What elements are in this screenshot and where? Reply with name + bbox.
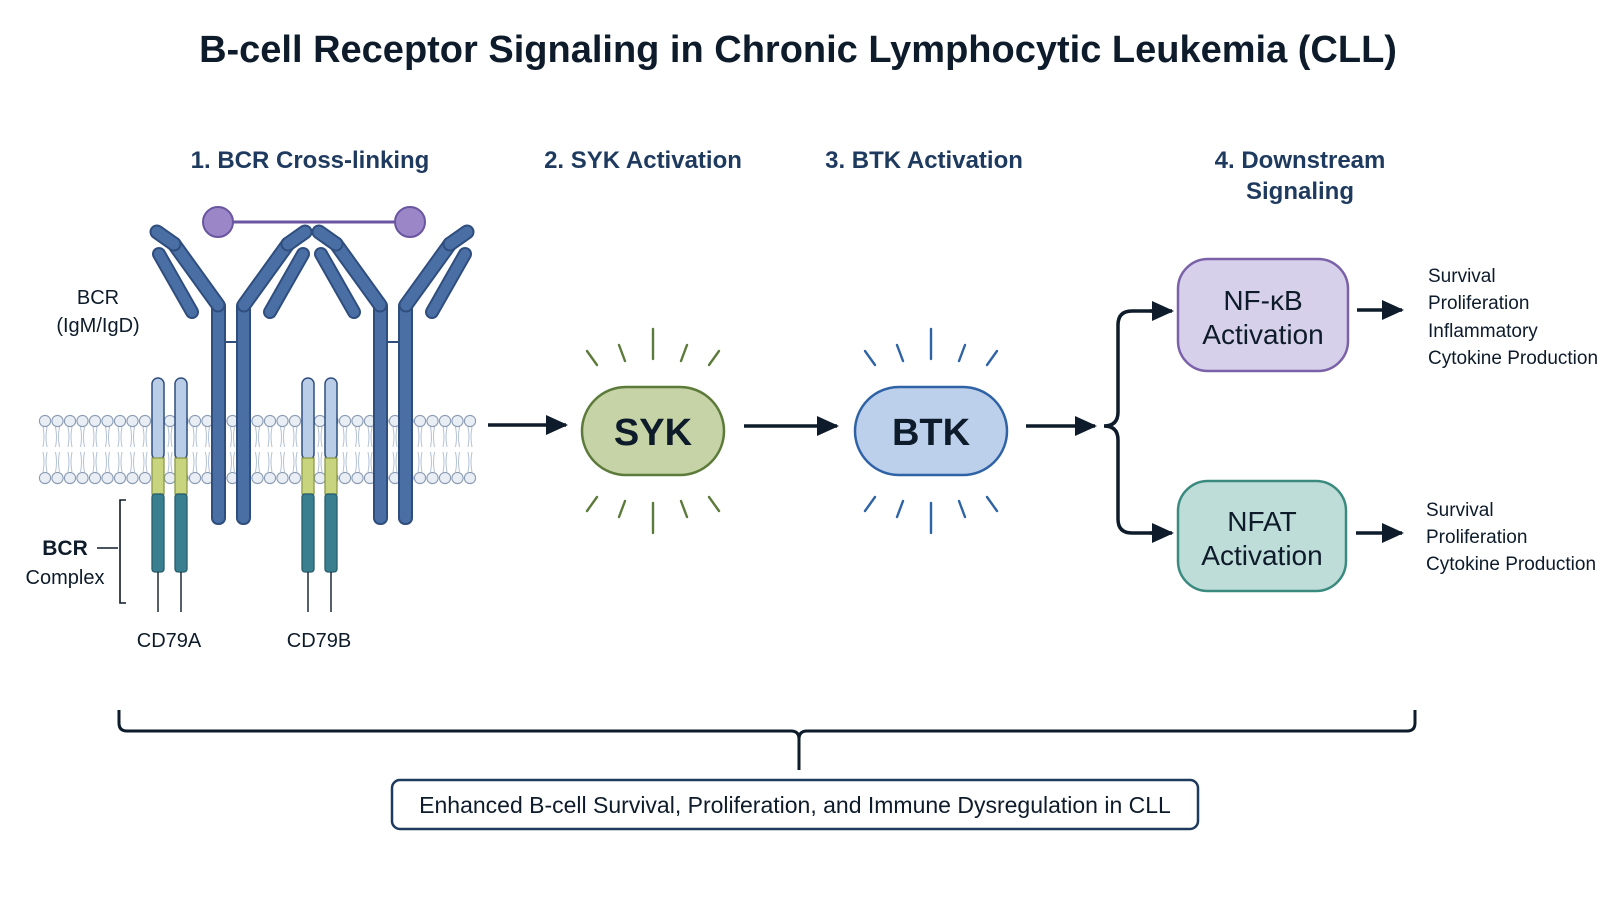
nfkb-outcome-3: Cytokine Production <box>1428 348 1598 369</box>
summary-bracket <box>117 710 1417 770</box>
btk-node <box>853 385 1009 477</box>
nfat-outcome-2: Cytokine Production <box>1426 554 1596 575</box>
btk-activation-rays <box>863 327 999 535</box>
bcr-complex-label-line2: Complex <box>26 567 105 589</box>
antigen-crosslink <box>202 206 426 238</box>
nfkb-label-line1: NF-κB <box>1223 285 1302 316</box>
nfkb-outcome-0: Survival <box>1428 266 1496 287</box>
cd79b-chains <box>301 377 338 612</box>
summary-text: Enhanced B-cell Survival, Proliferation,… <box>419 792 1171 818</box>
bcr-complex-label-line1: BCR <box>42 537 88 560</box>
bcr-complex-bracket <box>97 499 126 604</box>
summary-box <box>390 778 1200 831</box>
btk-label: BTK <box>892 412 971 454</box>
syk-activation-rays <box>585 327 721 535</box>
bcr-antibody-right <box>311 224 475 525</box>
nfat-outcome-0: Survival <box>1426 500 1494 521</box>
step-2-label: 2. SYK Activation <box>544 147 742 174</box>
nfkb-outcome-1: Proliferation <box>1428 293 1529 314</box>
nfkb-outcome-2: Inflammatory <box>1428 321 1538 342</box>
syk-node <box>580 385 726 477</box>
nfat-label-line2: Activation <box>1201 540 1322 571</box>
bcr-label-line1: BCR <box>77 287 119 309</box>
bcr-antibody-left <box>149 224 313 525</box>
cd79a-chains <box>151 377 188 612</box>
cd79b-label: CD79B <box>287 630 351 652</box>
step-4-label-line1: 4. Downstream <box>1215 147 1386 174</box>
nfat-outcome-1: Proliferation <box>1426 527 1527 548</box>
step-3-label: 3. BTK Activation <box>825 147 1023 174</box>
nfkb-node <box>1176 257 1350 373</box>
diagram-title: B-cell Receptor Signaling in Chronic Lym… <box>199 29 1397 71</box>
branch-bracket <box>1103 309 1166 535</box>
bcr-label-line2: (IgM/IgD) <box>56 315 139 337</box>
step-1-label: 1. BCR Cross-linking <box>191 147 430 174</box>
nfkb-label-line2: Activation <box>1202 319 1323 350</box>
syk-label: SYK <box>614 412 693 454</box>
cd79a-label: CD79A <box>137 630 202 652</box>
step-4-label-line2: Signaling <box>1246 178 1354 205</box>
nfat-label-line1: NFAT <box>1227 506 1296 537</box>
nfat-node <box>1176 479 1348 593</box>
